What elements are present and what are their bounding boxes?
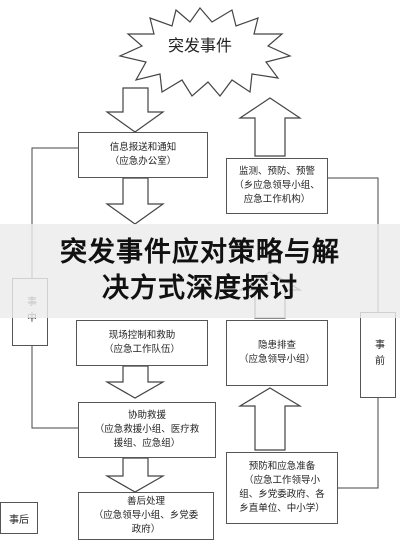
flow-box-line: 善后处理	[126, 496, 165, 507]
connector-before-bottom	[338, 398, 379, 489]
title-banner: 突发事件应对策略与解 决方式深度探讨	[0, 224, 400, 318]
phase-label-before: 事前	[360, 312, 396, 398]
banner-line-1: 突发事件应对策略与解	[60, 237, 340, 268]
down-arrow-4	[104, 457, 166, 493]
burst-title: 突发事件	[167, 36, 232, 55]
flow-box-hazard: 隐患排查 （应急领导小组）	[226, 320, 328, 386]
flow-box-line: 隐患排查	[257, 340, 296, 351]
flow-box-line: 信息报送和通知	[109, 142, 177, 153]
flow-box-line: （乡应急领导小组、	[234, 180, 320, 191]
flow-box-line: （应急工作队伍）	[103, 344, 180, 355]
phase-label-after: 事后	[0, 502, 38, 534]
banner-line-2: 决方式深度探讨	[102, 273, 298, 304]
connector-during-bottom	[31, 340, 78, 429]
flow-box-monitor: 监测、预防、预警 （乡应急领导小组、 应急工作机构）	[226, 158, 328, 214]
flow-box-line: （应急领导小组、乡党委	[93, 510, 199, 521]
down-arrow-3	[104, 365, 166, 399]
flow-box-line: （应急办公室）	[109, 156, 177, 167]
flow-box-line: 预防和应急准备	[248, 461, 316, 472]
flow-box-onsite: 现场控制和救助 （应急工作队伍）	[76, 320, 208, 366]
flow-box-notify: 信息报送和通知 （应急办公室）	[78, 132, 208, 178]
flow-box-line: （应急救援小组、医疗救	[94, 424, 200, 435]
down-arrow-2	[105, 177, 165, 225]
flow-box-line: 协助救援	[127, 410, 166, 421]
flow-box-line: 援组、应急组）	[113, 438, 181, 449]
down-arrow-1	[105, 87, 165, 133]
flow-box-prepare: 预防和应急准备 （应急工作领导小 组、乡党委政府、各 乡直单位、中小学）	[226, 452, 338, 524]
up-arrow-3	[237, 387, 303, 451]
flow-box-line: 乡直单位、中小学）	[239, 503, 325, 514]
flow-box-line: （应急领导小组）	[238, 354, 315, 365]
flow-box-line: 政府）	[131, 524, 161, 535]
flow-box-aftermath: 善后处理 （应急领导小组、乡党委 政府）	[78, 492, 214, 540]
flow-box-line: 组、乡党委政府、各	[239, 489, 325, 500]
flow-box-line: （应急工作领导小	[243, 475, 320, 486]
flow-box-rescue: 协助救援 （应急救援小组、医疗救 援组、应急组）	[78, 402, 216, 458]
flow-box-line: 监测、预防、预警	[238, 166, 315, 177]
flow-box-line: 应急工作机构）	[243, 194, 311, 205]
burst-shape	[118, 7, 292, 97]
up-arrow-1	[238, 97, 302, 157]
flow-box-line: 现场控制和救助	[108, 330, 176, 341]
